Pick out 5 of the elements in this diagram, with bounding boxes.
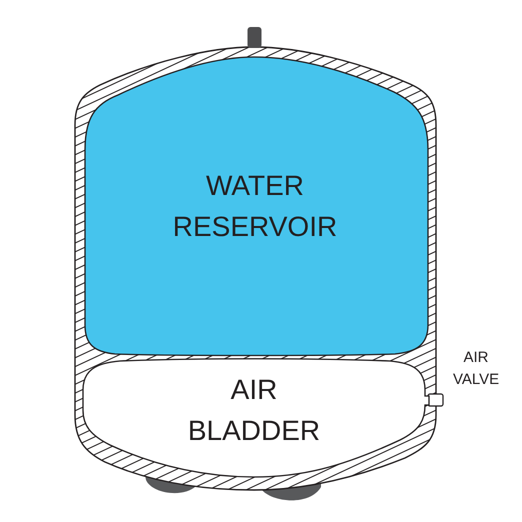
reservoir-region [83, 55, 430, 358]
part-label: AIR VALVE [452, 348, 500, 390]
region-label: AIR BLADDER [188, 373, 320, 448]
region-label: WATER RESERVOIR [172, 169, 338, 244]
bladder-region [81, 358, 432, 479]
